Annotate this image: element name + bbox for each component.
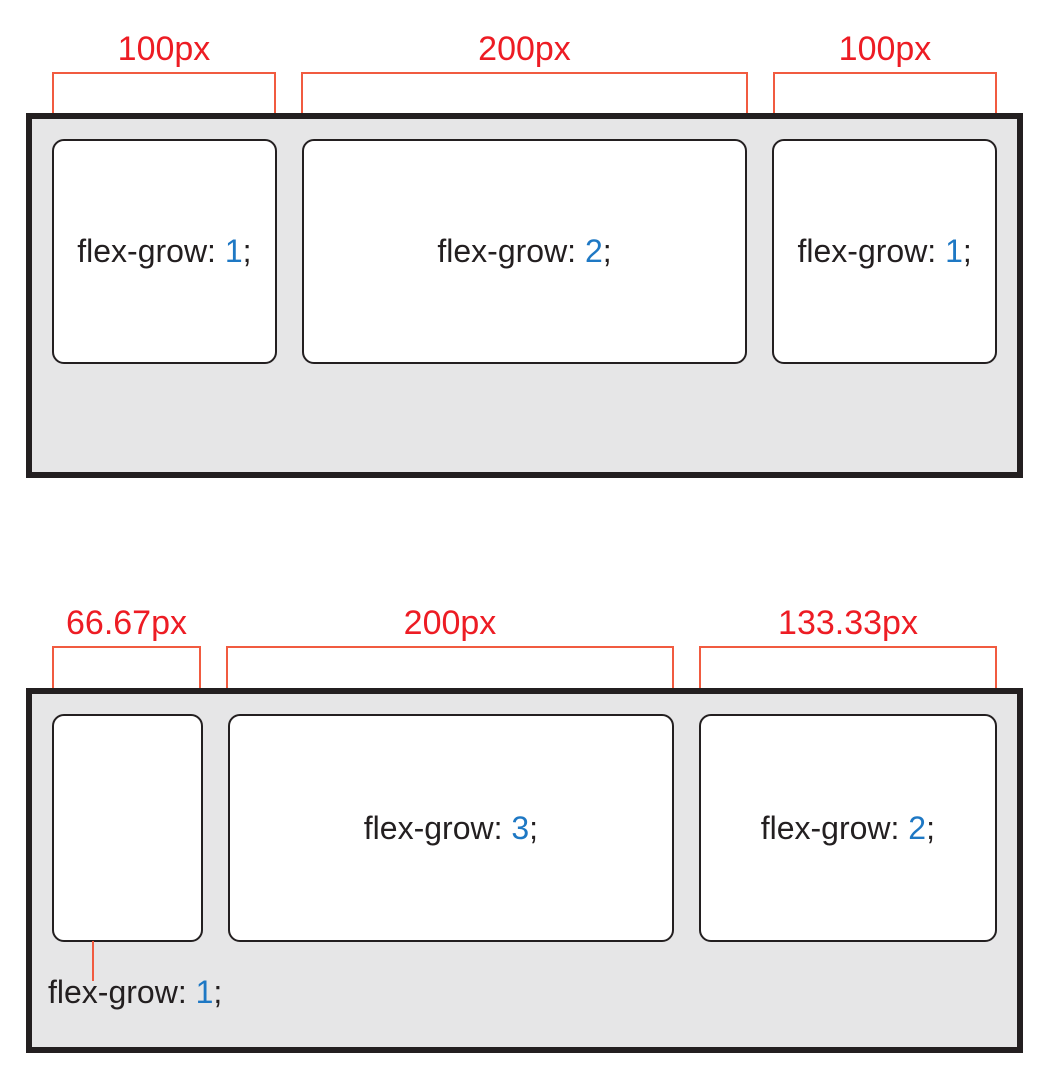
bracket-line <box>699 646 997 712</box>
measurement-label: 66.67px <box>66 604 187 642</box>
flex-item-grow-2: flex-grow: 2; <box>301 139 748 364</box>
bracket-line <box>52 646 201 712</box>
flex-item-grow-1: flex-grow: 1; <box>772 139 997 364</box>
measurement-bracket-2-3: 133.33px <box>699 600 997 712</box>
measurement-bracket-2-2: 200px <box>226 600 674 712</box>
flex-grow-declaration: flex-grow: 2; <box>437 233 612 269</box>
measurement-bracket-1-1: 100px <box>52 26 276 138</box>
measurement-bracket-1-3: 100px <box>773 26 997 138</box>
measurement-label: 133.33px <box>778 604 918 642</box>
measurement-label: 100px <box>117 30 211 68</box>
measurement-bracket-2-1: 66.67px <box>52 600 201 712</box>
callout-leader-line <box>92 941 94 981</box>
flex-container-2: flex-grow: 3; flex-grow: 2; <box>26 688 1023 1053</box>
flex-item-grow-1: flex-grow: 1; <box>52 139 277 364</box>
flex-container-1: flex-grow: 1; flex-grow: 2; flex-grow: 1… <box>26 113 1023 478</box>
flex-item-grow-1-unlabeled <box>52 714 204 942</box>
flex-grow-declaration: flex-grow: 1; <box>77 233 252 269</box>
flex-grow-declaration: flex-grow: 2; <box>760 809 935 846</box>
flex-grow-declaration: flex-grow: 3; <box>363 809 539 846</box>
measurement-bracket-1-2: 200px <box>301 26 748 138</box>
bracket-line <box>301 72 748 138</box>
measurement-label: 100px <box>838 30 932 68</box>
measurement-label: 200px <box>478 30 571 68</box>
bracket-line <box>226 646 674 712</box>
bracket-line <box>773 72 997 138</box>
flex-item-grow-3: flex-grow: 3; <box>228 714 674 942</box>
callout-flex-grow-declaration: flex-grow: 1; <box>48 974 223 1010</box>
flex-grow-declaration: flex-grow: 1; <box>797 233 972 269</box>
flex-item-grow-2: flex-grow: 2; <box>698 714 997 942</box>
bracket-line <box>52 72 276 138</box>
measurement-label: 200px <box>403 604 497 642</box>
